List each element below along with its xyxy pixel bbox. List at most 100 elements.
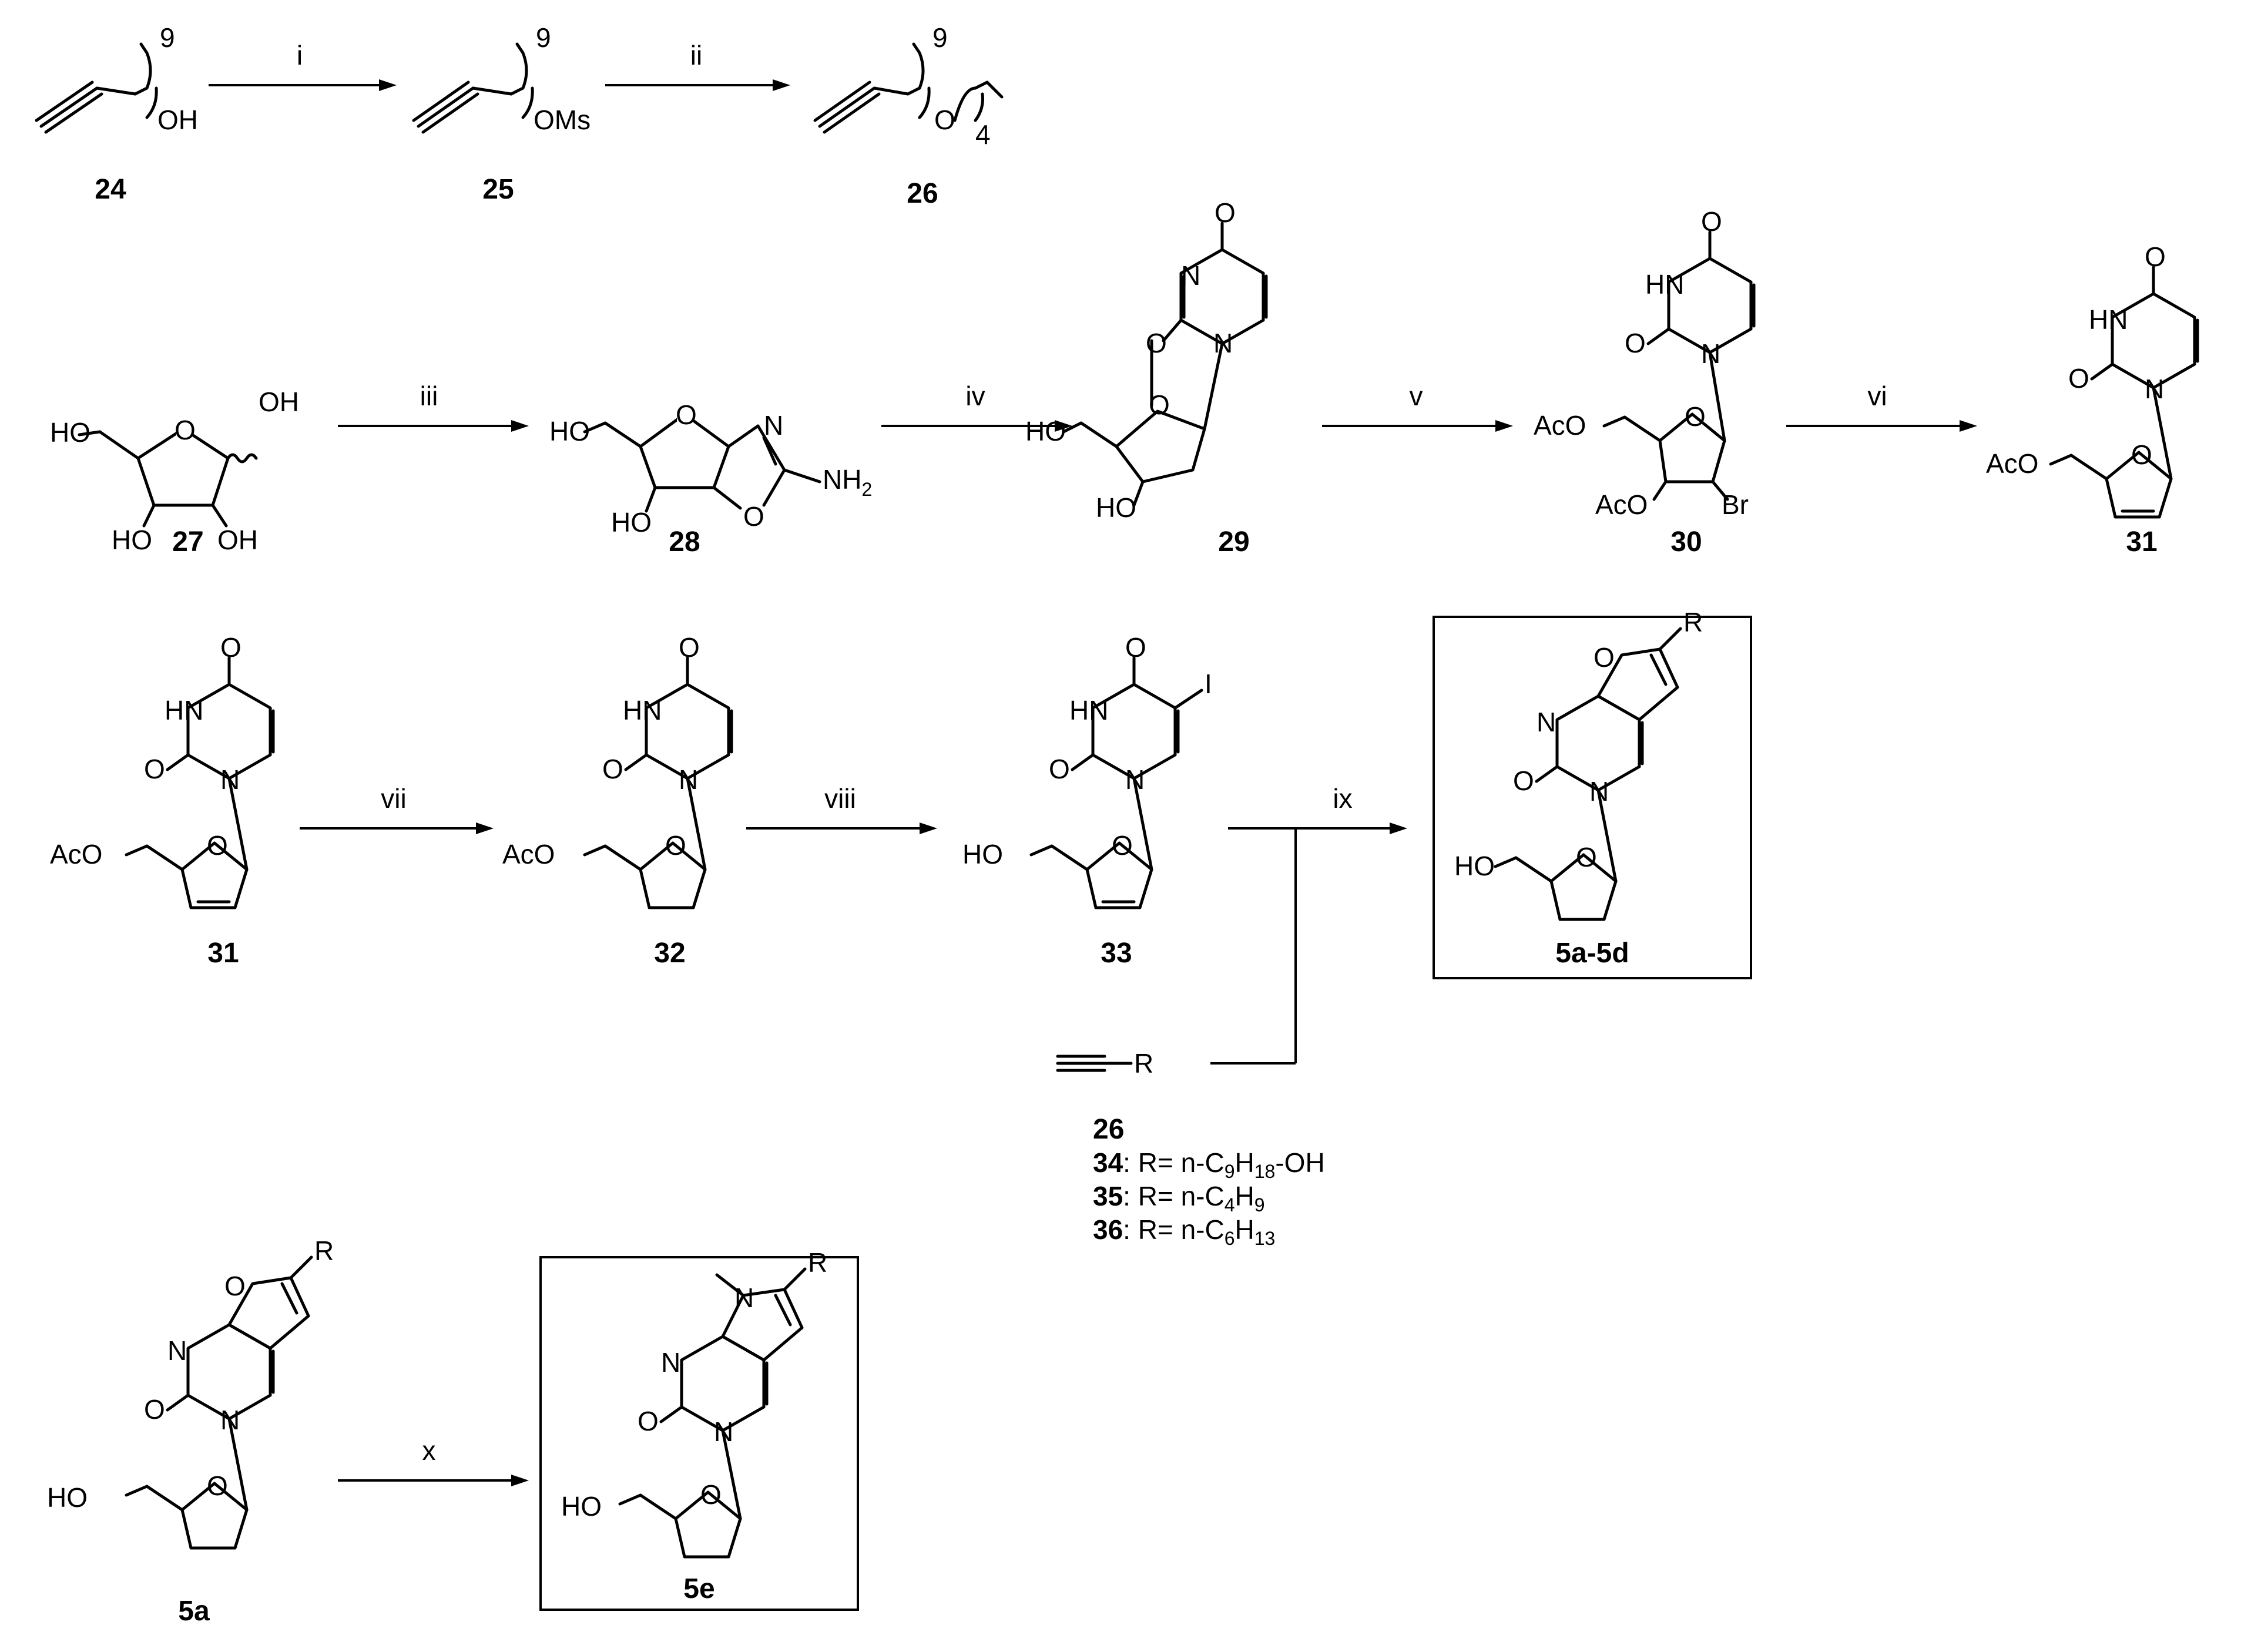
atom-label-ho: HO <box>1096 492 1136 523</box>
atom-label-o: O <box>1215 197 1236 228</box>
repeat-count-9: 9 <box>536 22 551 53</box>
atom-label-o: O <box>602 754 623 784</box>
atom-label-oh: OH <box>157 105 198 135</box>
atom-label-hn: HN <box>165 695 203 726</box>
atom-label-o: O <box>1685 401 1706 432</box>
atom-label-n: N <box>679 764 698 795</box>
atom-label-o: O <box>207 830 228 861</box>
compound-label-24: 24 <box>95 174 126 205</box>
atom-label-oh: OH <box>217 525 258 555</box>
reagent-label-ix: ix <box>1333 783 1352 814</box>
compound-29-structure: O N N O O HO HO <box>1025 197 1268 523</box>
entry-sub: 4 <box>1225 1194 1235 1216</box>
compound-5e-structure: R N N N O O HO <box>561 1247 827 1559</box>
atom-label-ho: HO <box>50 417 90 448</box>
entry-prefix: : R= n-C <box>1123 1181 1225 1211</box>
compound-label-5a: 5a <box>178 1596 210 1627</box>
atom-label-aco: AcO <box>50 839 102 869</box>
entry-mid: H <box>1235 1181 1254 1211</box>
atom-label-o: O <box>1701 206 1722 237</box>
compound-label-27: 27 <box>172 526 203 558</box>
atom-label-o: O <box>679 632 700 663</box>
atom-label-aco: AcO <box>1534 410 1586 441</box>
entry-sub: 13 <box>1254 1228 1276 1249</box>
compound-27-structure: O HO HO OH OH <box>50 387 299 555</box>
arrowhead-step-iv <box>1055 420 1072 432</box>
compound-label-28: 28 <box>669 526 700 558</box>
atom-label-hn: HN <box>1645 269 1684 300</box>
entry-mid: H <box>1235 1214 1254 1245</box>
compound-32-structure: O HN N O O AcO <box>502 632 733 909</box>
atom-label-ho: HO <box>112 525 152 555</box>
reagent-label-viii: viii <box>824 783 856 814</box>
compound-label-25: 25 <box>482 174 514 205</box>
atom-label-n: N <box>167 1335 187 1366</box>
atom-label-hn: HN <box>623 695 662 726</box>
reagent-label-i: i <box>297 40 303 70</box>
entry-sub: 9 <box>1254 1194 1265 1216</box>
atom-label-hn: HN <box>1069 695 1108 726</box>
atom-label-o: O <box>700 1479 722 1510</box>
atom-label-n: N <box>734 1282 754 1313</box>
compound-31-structure-bottom: O HN N O O AcO <box>50 632 275 909</box>
compound-30-structure: O HN N O O AcO AcO Br <box>1534 206 1756 520</box>
compound-label-32: 32 <box>654 938 685 969</box>
atom-label-o: O <box>1112 830 1133 861</box>
compound-label-31: 31 <box>207 938 239 969</box>
atom-label-o: O <box>2068 363 2089 394</box>
compound-label-29: 29 <box>1218 526 1249 558</box>
atom-label-o: O <box>224 1271 246 1301</box>
atom-label-i: I <box>1205 669 1212 699</box>
atom-label-ho: HO <box>962 839 1003 869</box>
atom-label-n: N <box>2145 374 2164 404</box>
alkyne-r-label: R <box>1134 1048 1153 1079</box>
repeat-count-4: 4 <box>975 119 991 150</box>
atom-label-o: O <box>934 105 955 135</box>
arrowhead-step-iii <box>511 420 529 432</box>
compound-25-structure: 9 OMs <box>412 22 591 135</box>
atom-label-o: O <box>1146 328 1167 358</box>
atom-label-o: O <box>1625 328 1646 358</box>
compound-31-structure-top: O HN N O O AcO <box>1986 241 2199 519</box>
atom-label-o: O <box>144 754 165 784</box>
compound-label-26: 26 <box>907 178 938 209</box>
compound-label-30: 30 <box>1670 526 1702 558</box>
entry-id: 34 <box>1093 1147 1123 1178</box>
arrowhead-step-x <box>511 1475 529 1486</box>
compound-26-structure: 9 O 4 <box>813 22 1004 150</box>
atom-label-o: O <box>207 1470 228 1501</box>
arrowhead-step-ii <box>773 79 790 91</box>
entry-id: 36 <box>1093 1214 1123 1245</box>
atom-label-n: N <box>661 1347 680 1378</box>
compound-24-structure: 9 OH <box>35 22 198 135</box>
atom-label-ho: HO <box>1025 416 1066 446</box>
reagent-label-ii: ii <box>690 40 702 70</box>
atom-label-aco: AcO <box>1986 448 2038 479</box>
alkyne-list-34: 34: R= n-C9H18-OH <box>1093 1147 1325 1182</box>
arrowhead-step-vii <box>476 822 494 834</box>
atom-label-ho: HO <box>47 1482 88 1513</box>
reagent-label-iv: iv <box>965 381 985 411</box>
arrowhead-step-v <box>1495 420 1513 432</box>
nh-subscript: 2 <box>861 479 872 500</box>
entry-sub: 18 <box>1254 1161 1276 1182</box>
compound-label-33: 33 <box>1101 938 1132 969</box>
entry-sub: 9 <box>1225 1161 1235 1182</box>
atom-label-ho: HO <box>611 507 652 538</box>
atom-label-o: O <box>665 830 686 861</box>
atom-label-o: O <box>1576 842 1597 872</box>
alkyne-list-35: 35: R= n-C4H9 <box>1093 1181 1265 1216</box>
atom-label-ho: HO <box>1454 851 1495 881</box>
compound-5a-5d-structure: R O N N O O HO <box>1454 607 1703 921</box>
atom-label-o: O <box>743 501 764 532</box>
atom-label-ho: HO <box>549 416 590 446</box>
atom-label-aco: AcO <box>502 839 555 869</box>
atom-label-o: O <box>2145 241 2166 272</box>
entry-mid: H <box>1235 1147 1254 1178</box>
entry-sub: 6 <box>1225 1228 1235 1249</box>
compound-5a-structure: R O N N O O HO <box>47 1235 334 1550</box>
entry-prefix: : R= n-C <box>1123 1214 1225 1245</box>
atom-label-o: O <box>175 415 196 445</box>
atom-label-n: N <box>1701 338 1720 369</box>
